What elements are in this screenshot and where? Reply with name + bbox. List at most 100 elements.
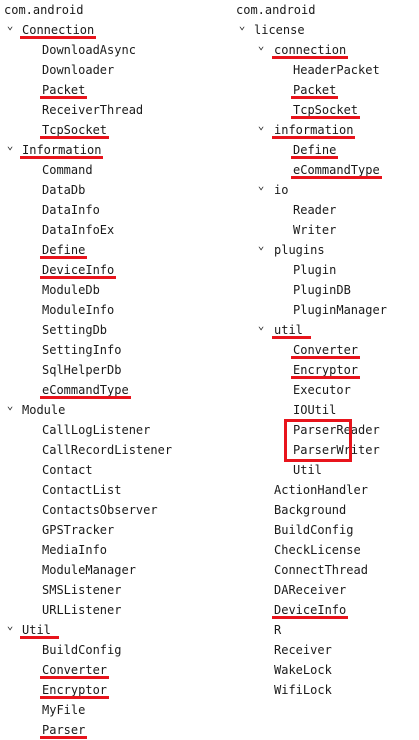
- tree-node-converter[interactable]: Converter: [236, 340, 419, 360]
- tree-node-datadb[interactable]: DataDb: [0, 180, 230, 200]
- tree-node-plugindb[interactable]: PluginDB: [236, 280, 419, 300]
- tree-node-actionhandler[interactable]: ActionHandler: [236, 480, 419, 500]
- tree-node-util[interactable]: ⌄util: [236, 319, 419, 340]
- tree-node-buildconfig[interactable]: BuildConfig: [0, 640, 230, 660]
- tree-node-connection[interactable]: ⌄ connection: [236, 39, 419, 60]
- tree-node-deviceinfo[interactable]: DeviceInfo: [0, 260, 230, 280]
- tree-node-label: com.android: [4, 3, 84, 17]
- tree-node-module[interactable]: ⌄Module: [0, 399, 230, 420]
- tree-node-modulemanager[interactable]: ModuleManager: [0, 560, 230, 580]
- tree-node-parser[interactable]: Parser: [0, 720, 230, 740]
- tree-node-packet[interactable]: Packet: [0, 80, 230, 100]
- tree-node-executor[interactable]: Executor: [236, 380, 419, 400]
- tree-node-downloader[interactable]: Downloader: [0, 60, 230, 80]
- tree-node-label: ParserWriter: [293, 443, 380, 457]
- chevron-down-icon[interactable]: ⌄: [257, 319, 265, 332]
- chevron-down-icon[interactable]: ⌄: [257, 39, 265, 52]
- chevron-down-icon[interactable]: ⌄: [6, 19, 14, 32]
- tree-node-moduledb[interactable]: ModuleDb: [0, 280, 230, 300]
- tree-node-callloglistener[interactable]: CallLogListener: [0, 420, 230, 440]
- tree-node-moduleinfo[interactable]: ModuleInfo: [0, 300, 230, 320]
- tree-node-util[interactable]: ⌄Util: [0, 619, 230, 640]
- tree-node-plugins[interactable]: ⌄plugins: [236, 239, 419, 260]
- tree-node-define[interactable]: Define: [0, 240, 230, 260]
- tree-node-smslistener[interactable]: SMSListener: [0, 580, 230, 600]
- tree-node-label: Connection: [19, 20, 97, 40]
- tree-node-wifilock[interactable]: WifiLock: [236, 680, 419, 700]
- tree-node-headerpacket[interactable]: HeaderPacket: [236, 60, 419, 80]
- tree-node-io[interactable]: ⌄io: [236, 179, 419, 200]
- tree-node-callrecordlistener[interactable]: CallRecordListener: [0, 440, 230, 460]
- tree-node-wakelock[interactable]: WakeLock: [236, 660, 419, 680]
- tree-node-label: Executor: [293, 383, 351, 397]
- tree-node-label: Util: [293, 463, 322, 477]
- tree-node-connectthread[interactable]: ConnectThread: [236, 560, 419, 580]
- tree-node-datainfoex[interactable]: DataInfoEx: [0, 220, 230, 240]
- tree-node-myfile[interactable]: MyFile: [0, 700, 230, 720]
- tree-node-label: SettingInfo: [42, 343, 122, 357]
- chevron-down-icon[interactable]: ⌄: [238, 19, 246, 32]
- tree-node-information[interactable]: ⌄ Information: [0, 139, 230, 160]
- tree-node-license[interactable]: ⌄license: [236, 19, 419, 40]
- tree-node-sqlhelperdb[interactable]: SqlHelperDb: [0, 360, 230, 380]
- tree-node-urllistener[interactable]: URLListener: [0, 600, 230, 620]
- chevron-down-icon[interactable]: ⌄: [257, 119, 265, 132]
- tree-node-label: connection: [271, 40, 349, 60]
- tree-node-ecommandtype[interactable]: eCommandType: [236, 160, 419, 180]
- tree-node-com-android[interactable]: com.android: [236, 0, 419, 20]
- tree-node-label: CallLogListener: [42, 423, 151, 437]
- tree-node-reader[interactable]: Reader: [236, 200, 419, 220]
- tree-node-label: Converter: [39, 660, 110, 680]
- chevron-down-icon[interactable]: ⌄: [257, 179, 265, 192]
- tree-node-contactlist[interactable]: ContactList: [0, 480, 230, 500]
- tree-node-settinginfo[interactable]: SettingInfo: [0, 340, 230, 360]
- tree-node-tcpsocket[interactable]: TcpSocket: [0, 120, 230, 140]
- tree-node-label: information: [271, 120, 356, 140]
- tree-node-label: SettingDb: [42, 323, 108, 337]
- tree-node-util[interactable]: Util: [236, 460, 419, 480]
- tree-node-parserreader[interactable]: ParserReader: [236, 420, 419, 440]
- tree-node-background[interactable]: Background: [236, 500, 419, 520]
- tree-node-ioutil[interactable]: IOUtil: [236, 400, 419, 420]
- tree-node-command[interactable]: Command: [0, 160, 230, 180]
- tree-node-label: Command: [42, 163, 93, 177]
- tree-node-packet[interactable]: Packet: [236, 80, 419, 100]
- tree-node-checklicense[interactable]: CheckLicense: [236, 540, 419, 560]
- tree-node-label: Encryptor: [39, 680, 110, 700]
- tree-node-mediainfo[interactable]: MediaInfo: [0, 540, 230, 560]
- tree-node-dareceiver[interactable]: DAReceiver: [236, 580, 419, 600]
- tree-node-receiver[interactable]: Receiver: [236, 640, 419, 660]
- tree-node-connection[interactable]: ⌄ Connection: [0, 19, 230, 40]
- tree-node-information[interactable]: ⌄ information: [236, 119, 419, 140]
- tree-node-label: Converter: [290, 340, 361, 360]
- tree-node-receiverthread[interactable]: ReceiverThread: [0, 100, 230, 120]
- tree-node-converter[interactable]: Converter: [0, 660, 230, 680]
- tree-node-com-android[interactable]: com.android: [0, 0, 230, 20]
- tree-node-label: Information: [19, 140, 104, 160]
- tree-node-writer[interactable]: Writer: [236, 220, 419, 240]
- chevron-down-icon[interactable]: ⌄: [6, 139, 14, 152]
- tree-node-contact[interactable]: Contact: [0, 460, 230, 480]
- tree-node-settingdb[interactable]: SettingDb: [0, 320, 230, 340]
- tree-node-define[interactable]: Define: [236, 140, 419, 160]
- tree-node-encryptor[interactable]: Encryptor: [236, 360, 419, 380]
- tree-node-gpstracker[interactable]: GPSTracker: [0, 520, 230, 540]
- tree-node-buildconfig[interactable]: BuildConfig: [236, 520, 419, 540]
- tree-node-ecommandtype[interactable]: eCommandType: [0, 380, 230, 400]
- tree-node-label: Reader: [293, 203, 337, 217]
- tree-node-plugin[interactable]: Plugin: [236, 260, 419, 280]
- chevron-down-icon[interactable]: ⌄: [6, 399, 14, 412]
- tree-node-tcpsocket[interactable]: TcpSocket: [236, 100, 419, 120]
- chevron-down-icon[interactable]: ⌄: [6, 619, 14, 632]
- tree-node-datainfo[interactable]: DataInfo: [0, 200, 230, 220]
- tree-node-pluginmanager[interactable]: PluginManager: [236, 300, 419, 320]
- tree-node-encryptor[interactable]: Encryptor: [0, 680, 230, 700]
- chevron-down-icon[interactable]: ⌄: [257, 239, 265, 252]
- tree-node-parserwriter[interactable]: ParserWriter: [236, 440, 419, 460]
- tree-node-contactsobserver[interactable]: ContactsObserver: [0, 500, 230, 520]
- tree-node-downloadasync[interactable]: DownloadAsync: [0, 40, 230, 60]
- tree-node-deviceinfo[interactable]: DeviceInfo: [236, 600, 419, 620]
- tree-node-label: DataInfoEx: [42, 223, 115, 237]
- tree-node-label: WakeLock: [274, 663, 332, 677]
- tree-node-r[interactable]: R: [236, 620, 419, 640]
